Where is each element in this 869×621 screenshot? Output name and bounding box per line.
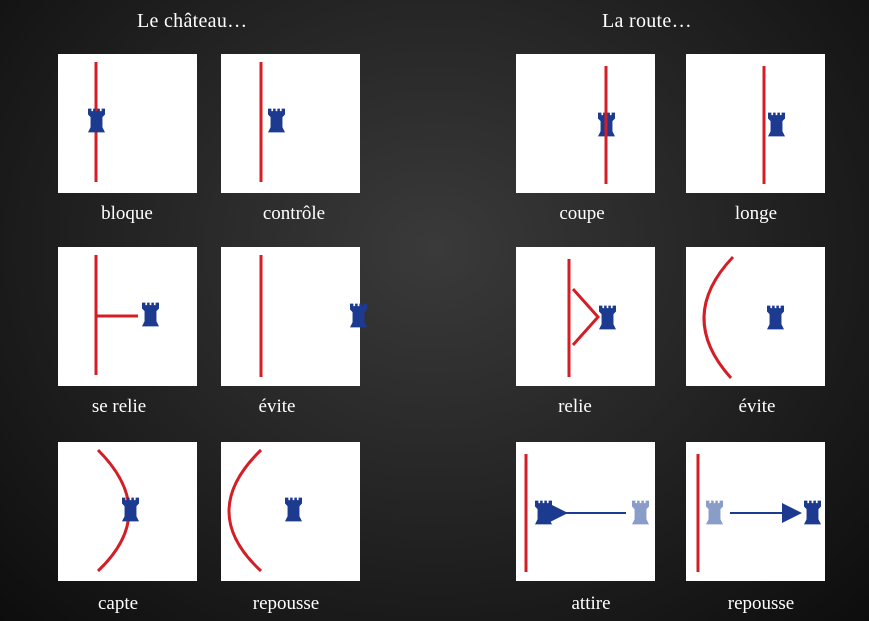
castle-tower-icon (122, 497, 139, 522)
panel-capte (58, 442, 197, 581)
label-capte: capte (97, 593, 139, 614)
label-evite-right: évite (738, 396, 776, 417)
panel-coupe (516, 54, 655, 193)
panel-longe (686, 54, 825, 193)
castle-tower-icon (804, 500, 821, 525)
castle-tower-icon (599, 305, 616, 330)
panel-se-relie (58, 247, 197, 386)
castle-tower-icon (768, 112, 785, 137)
panel-repousse-left (221, 442, 360, 581)
panel-relie (516, 247, 655, 386)
castle-faded-icon (632, 500, 649, 525)
label-evite-left: évite (258, 396, 296, 417)
panel-bloque (58, 54, 197, 193)
road-curve (96, 448, 131, 573)
heading-castle: Le château… (137, 10, 248, 32)
label-longe: longe (734, 203, 778, 224)
castle-tower-icon (767, 305, 784, 330)
road-branch (571, 288, 601, 346)
label-repousse-left: repousse (252, 593, 320, 614)
label-controle: contrôle (262, 203, 326, 224)
label-bloque: bloque (101, 203, 153, 224)
panel-evite-left (221, 247, 367, 386)
road-curve (702, 255, 735, 380)
label-repousse-right: repousse (727, 593, 795, 614)
label-coupe: coupe (559, 203, 605, 224)
panel-repousse-right (686, 442, 825, 581)
label-attire: attire (571, 593, 611, 614)
heading-road: La route… (602, 10, 692, 32)
castle-tower-icon (350, 303, 367, 328)
road-curve (227, 448, 263, 573)
castle-tower-icon (268, 108, 285, 133)
castle-faded-icon (706, 500, 723, 525)
panel-evite-right (686, 247, 825, 386)
panel-controle (221, 54, 360, 193)
castle-tower-icon (535, 500, 552, 525)
castle-tower-icon (88, 108, 105, 133)
label-relie: relie (558, 396, 592, 417)
label-se-relie: se relie (91, 396, 147, 417)
panel-attire (516, 442, 655, 581)
castle-tower-icon (142, 302, 159, 327)
castle-tower-icon (285, 497, 302, 522)
